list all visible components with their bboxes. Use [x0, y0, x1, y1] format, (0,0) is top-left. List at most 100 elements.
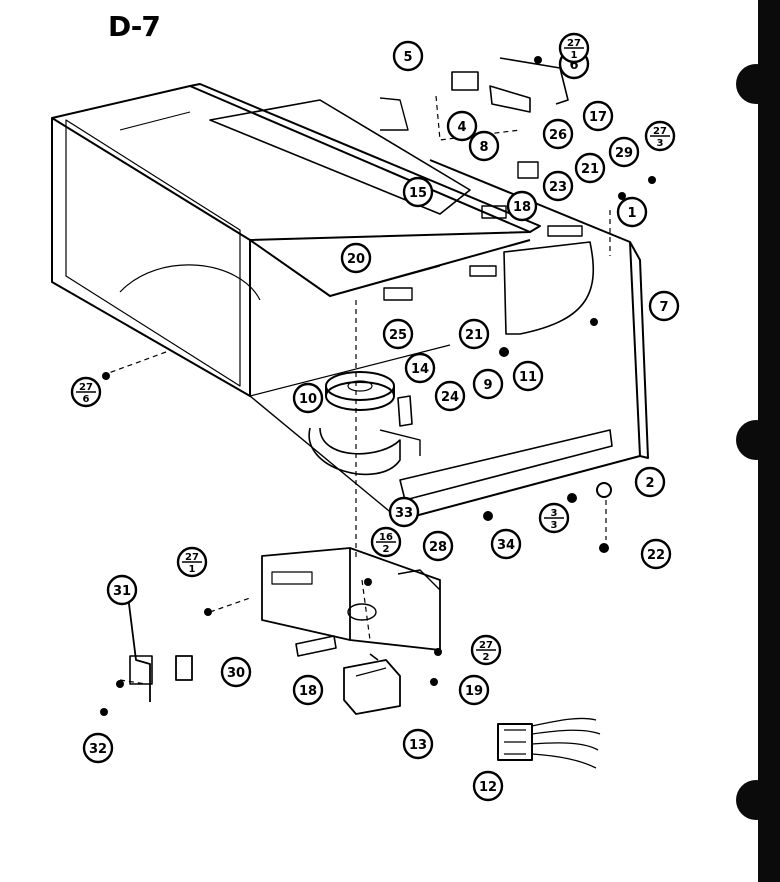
callout-c22: 22: [640, 538, 672, 570]
callout-number: 29: [615, 146, 633, 161]
callout-c21b: 21: [458, 318, 490, 350]
fraction-top: 27: [479, 640, 493, 651]
fraction-callout-f27_1b: 271: [176, 546, 208, 578]
callout-c2: 2: [634, 466, 666, 498]
callout-number: 21: [581, 162, 599, 177]
callout-number: 28: [429, 540, 447, 555]
wire-harness-connector: [497, 717, 601, 769]
callout-circle: [472, 770, 504, 802]
binder-hole: [736, 780, 776, 820]
callout-c24: 24: [434, 380, 466, 412]
callout-circle: [634, 466, 666, 498]
callout-number: 34: [497, 538, 515, 553]
interlock-switches: [383, 161, 583, 301]
fraction-callout-f27_3: 273: [644, 120, 676, 152]
callout-number: 13: [409, 738, 427, 753]
fraction-bottom: 1: [189, 564, 196, 575]
callout-circle: [648, 290, 680, 322]
callout-number: 25: [389, 328, 407, 343]
callout-circle: [292, 382, 324, 414]
fuse-holder-assembly: [379, 57, 569, 131]
callout-number: 2: [645, 476, 654, 491]
callout-number: 6: [569, 58, 578, 73]
callout-circle: [446, 110, 478, 142]
callout-c34: 34: [490, 528, 522, 560]
fraction-top: 27: [185, 552, 199, 563]
callout-circle: [468, 130, 500, 162]
callout-number: 19: [465, 684, 483, 699]
callout-c29: 29: [608, 136, 640, 168]
binder-hole: [736, 64, 776, 104]
callout-number: 1: [627, 206, 636, 221]
screw-markers: [100, 56, 656, 716]
leader-lines: [105, 95, 611, 685]
callout-c18a: 18: [506, 190, 538, 222]
callout-number: 21: [465, 328, 483, 343]
callout-circle: [382, 318, 414, 350]
switch-30: [175, 655, 193, 681]
callout-circle: [458, 674, 490, 706]
callout-c11: 11: [512, 360, 544, 392]
callout-c18b: 18: [292, 674, 324, 706]
callout-number: 7: [659, 300, 668, 315]
callout-c7: 7: [648, 290, 680, 322]
callout-number: 20: [347, 252, 365, 267]
cabinet-top-panel: [119, 83, 541, 297]
callout-c33: 33: [388, 496, 420, 528]
callout-number: 10: [299, 392, 317, 407]
callout-number: 9: [483, 378, 492, 393]
fraction-top: 27: [567, 38, 581, 49]
callout-circle: [292, 674, 324, 706]
fraction-callout-f27_6: 276: [70, 376, 102, 408]
callout-circle: [404, 352, 436, 384]
callout-circle: [640, 538, 672, 570]
callout-number: 12: [479, 780, 497, 795]
fraction-bottom: 1: [571, 50, 578, 61]
fraction-callout-f27_2: 272: [470, 634, 502, 666]
callout-number: 24: [441, 390, 459, 405]
callout-c32: 32: [82, 732, 114, 764]
callout-circle: [422, 530, 454, 562]
fraction-top: 3: [551, 508, 558, 519]
callout-circle: [608, 136, 640, 168]
callout-number: 32: [89, 742, 107, 757]
callout-c4: 4: [446, 110, 478, 142]
callout-c10: 10: [292, 382, 324, 414]
callout-number: 26: [549, 128, 567, 143]
callout-circle: [472, 368, 504, 400]
callout-number: 11: [519, 370, 537, 385]
callout-circle: [616, 196, 648, 228]
fraction-bottom: 3: [551, 520, 558, 531]
lamp-cover: [503, 241, 595, 335]
air-duct: [308, 427, 421, 476]
callout-circle: [542, 118, 574, 150]
callout-circle: [542, 170, 574, 202]
callout-c19: 19: [458, 674, 490, 706]
callout-c25: 25: [382, 318, 414, 350]
callout-c12: 12: [472, 770, 504, 802]
callout-c26: 26: [542, 118, 574, 150]
callout-circle: [506, 190, 538, 222]
callout-c30: 30: [220, 656, 252, 688]
callout-c9: 9: [472, 368, 504, 400]
callout-circle: [82, 732, 114, 764]
fraction-top: 27: [79, 382, 93, 393]
callout-c14: 14: [404, 352, 436, 384]
callout-circle: [582, 100, 614, 132]
callout-circle: [402, 176, 434, 208]
fraction-bottom: 2: [483, 652, 490, 663]
fraction-top: 27: [653, 126, 667, 137]
callout-circle: [458, 318, 490, 350]
stirrer-motor: [343, 653, 401, 715]
callout-circle: [388, 496, 420, 528]
resistor-18: [295, 635, 337, 657]
callout-number: 18: [513, 200, 531, 215]
callout-number: 17: [589, 110, 607, 125]
callout-c8: 8: [468, 130, 500, 162]
callout-c17: 17: [582, 100, 614, 132]
callout-circle: [434, 380, 466, 412]
fraction-bottom: 3: [657, 138, 664, 149]
page-title: D-7: [108, 10, 161, 43]
